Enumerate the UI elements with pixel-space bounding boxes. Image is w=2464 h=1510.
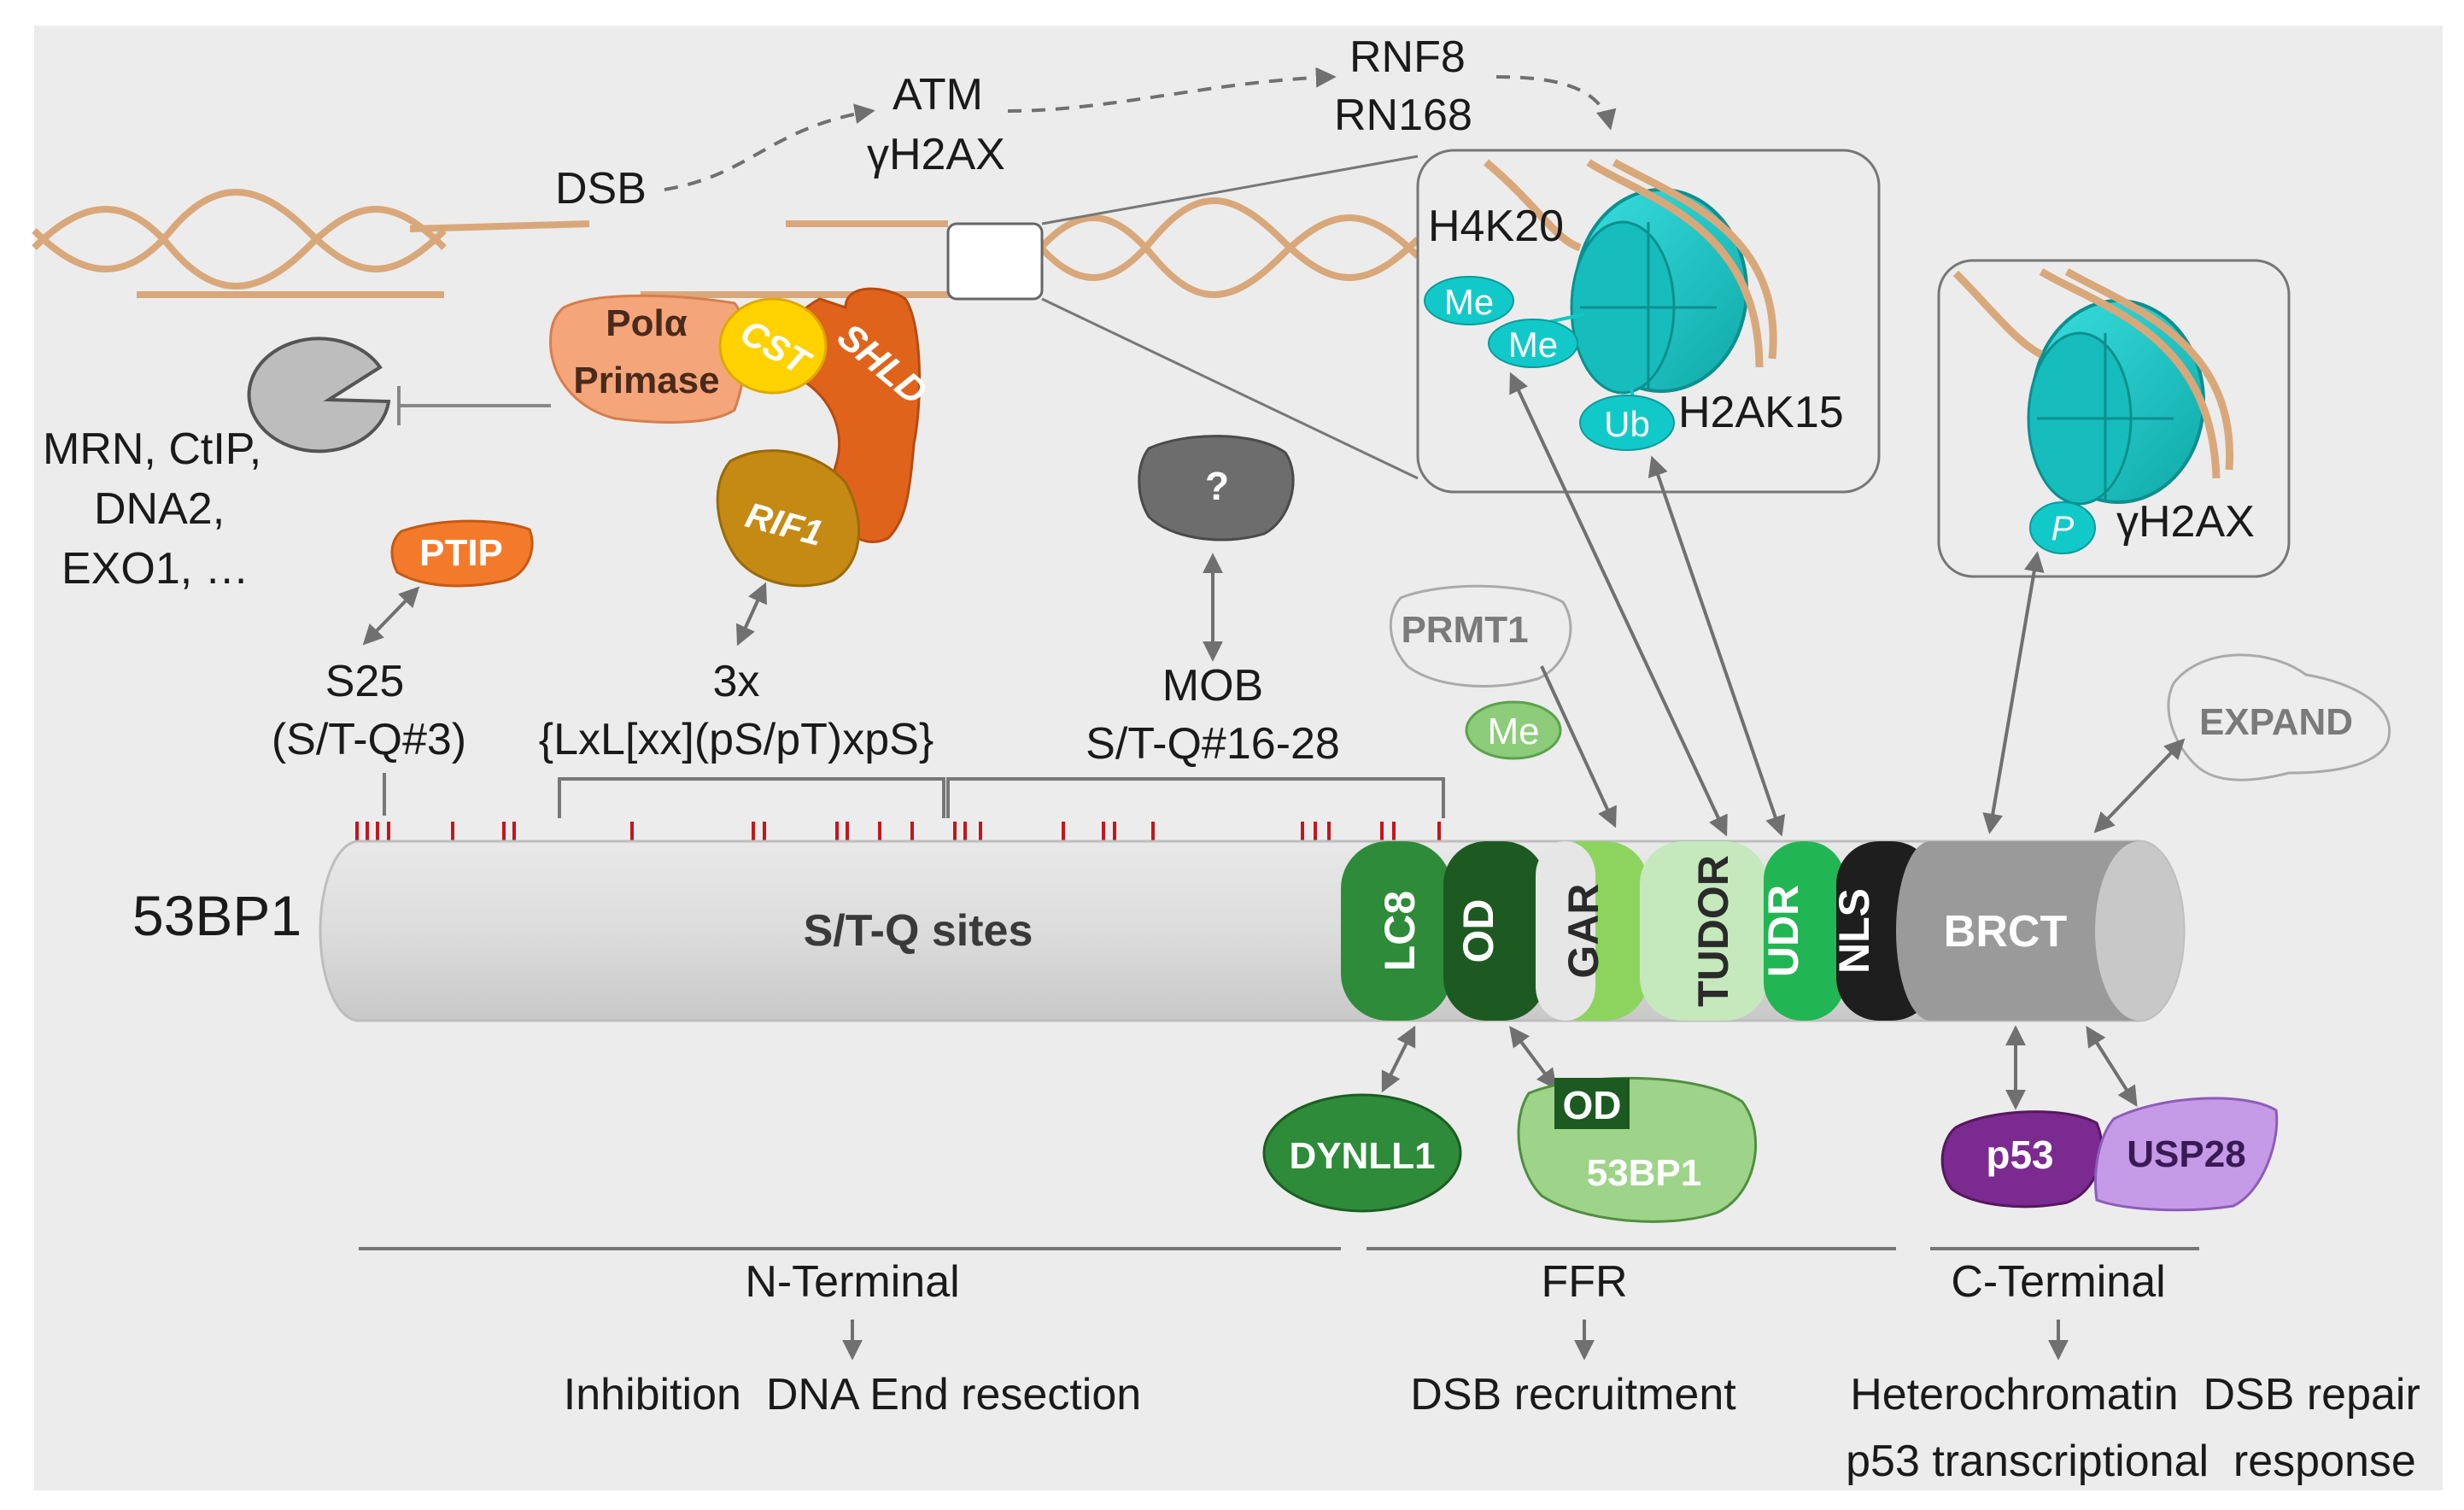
nls-label: NLS bbox=[1830, 888, 1878, 974]
rnf8-to-nucleosome-arrow bbox=[1495, 75, 1617, 131]
usp28-label: USP28 bbox=[2127, 1133, 2245, 1175]
rnf8-label: RNF8 bbox=[1349, 32, 1466, 82]
mrn-line1: MRN, CtIP, bbox=[43, 424, 261, 474]
stq16-label: S/T-Q#16-28 bbox=[1086, 719, 1340, 769]
inhibition-label: Inhibition DNA End resection bbox=[564, 1370, 1141, 1419]
usp28-blob bbox=[2094, 1097, 2279, 1212]
ptip-arrow bbox=[362, 586, 420, 646]
nucleosome-2 bbox=[1952, 268, 2234, 506]
gar-label: GAR bbox=[1560, 883, 1607, 978]
p53-response-label: p53 transcriptional response bbox=[1846, 1437, 2416, 1486]
unknown-partner-blob bbox=[1138, 435, 1295, 541]
brct-cap bbox=[2095, 841, 2184, 1021]
mob-bracket bbox=[946, 777, 1445, 818]
ptip-blob bbox=[390, 519, 534, 588]
domain-od bbox=[1443, 841, 1546, 1021]
me-label-2: Me bbox=[1508, 325, 1558, 365]
53bp1-partner-label: 53BP1 bbox=[1587, 1152, 1702, 1194]
domain-udr bbox=[1764, 841, 1845, 1021]
gamma-h2ax-brct-arrow bbox=[1982, 551, 2045, 834]
dynll1-blob bbox=[1262, 1093, 1462, 1213]
dna-left bbox=[32, 189, 590, 298]
tudor-label: TUDOR bbox=[1689, 855, 1737, 1007]
p53-blob bbox=[1940, 1110, 2104, 1209]
c-terminal-label: C-Terminal bbox=[1951, 1257, 2165, 1307]
h2ak15-udr-arrow bbox=[1648, 455, 1786, 837]
ffr-label: FFR bbox=[1541, 1257, 1627, 1307]
methyl-mark-1 bbox=[1424, 276, 1514, 325]
dsb-to-atm-arrow bbox=[664, 103, 875, 191]
n-terminal-label: N-Terminal bbox=[745, 1257, 959, 1307]
domain-lc8 bbox=[1341, 841, 1452, 1021]
domain-tudor bbox=[1640, 841, 1768, 1021]
brct-usp28-arrow bbox=[2086, 1025, 2138, 1108]
stq-site-ticks bbox=[355, 822, 1441, 841]
rn168-label: RN168 bbox=[1334, 91, 1472, 140]
mob-label: MOB bbox=[1162, 661, 1263, 711]
methyl-mark-2 bbox=[1488, 319, 1578, 368]
primase-label: Primase bbox=[573, 360, 719, 401]
protein-label: 53BP1 bbox=[132, 884, 301, 947]
shieldin-complex bbox=[549, 287, 922, 588]
mrn-line2: DNA2, bbox=[94, 484, 225, 534]
dsb-label: DSB bbox=[555, 164, 647, 214]
od-53bp1-arrow bbox=[1509, 1026, 1557, 1090]
motif-label: {LxL[xx](pS/pT)xpS} bbox=[539, 715, 934, 764]
question-label: ? bbox=[1205, 464, 1229, 508]
gamma-h2ax-top-label: γH2AX bbox=[867, 130, 1005, 179]
prmt1-label: PRMT1 bbox=[1401, 609, 1528, 651]
motif-bracket bbox=[558, 777, 945, 818]
h2ak15-label: H2AK15 bbox=[1678, 388, 1844, 437]
three-x-label: 3x bbox=[713, 657, 760, 706]
atm-to-rnf8-arrow bbox=[1007, 67, 1337, 113]
pol-alpha-label: Polα bbox=[606, 302, 688, 344]
rif1-arrow bbox=[736, 582, 767, 647]
nucleosome-1 bbox=[1484, 159, 1777, 395]
dsb-recruitment-label: DSB recruitment bbox=[1410, 1370, 1736, 1419]
gamma-h2ax-right-label: γH2AX bbox=[2116, 497, 2255, 547]
pacman-nuclease-icon bbox=[247, 337, 391, 454]
dna-zoom-box bbox=[946, 222, 1044, 301]
od-box bbox=[1554, 1078, 1630, 1129]
udr-label: UDR bbox=[1759, 885, 1807, 977]
brct-label: BRCT bbox=[1944, 907, 2068, 957]
stq3-label: (S/T-Q#3) bbox=[272, 715, 466, 764]
s25-label: S25 bbox=[325, 657, 405, 706]
lc8-label: LC8 bbox=[1376, 891, 1424, 971]
od-label: OD bbox=[1454, 899, 1502, 963]
phospho-mark bbox=[2029, 501, 2096, 554]
dynll1-label: DYNLL1 bbox=[1289, 1135, 1435, 1177]
53bp1-partner-blob bbox=[1517, 1076, 1758, 1223]
h4k20-label: H4K20 bbox=[1428, 202, 1564, 251]
me-label-1: Me bbox=[1444, 282, 1494, 322]
expand-blob bbox=[2167, 653, 2391, 781]
me-gar-label: Me bbox=[1487, 711, 1539, 752]
lc8-dynll1-arrow bbox=[1381, 1025, 1416, 1093]
stq-sites-label: S/T-Q sites bbox=[804, 906, 1033, 956]
heterochromatin-label: Heterochromatin DSB repair bbox=[1850, 1370, 2420, 1419]
expand-label: EXPAND bbox=[2199, 701, 2353, 743]
od-box-label: OD bbox=[1563, 1083, 1622, 1127]
p-label: P bbox=[2051, 510, 2075, 547]
dna-right bbox=[641, 197, 1420, 298]
mrn-line3: EXO1, … bbox=[61, 544, 249, 594]
expand-arrow bbox=[2093, 738, 2186, 834]
p53-label: p53 bbox=[1986, 1132, 2053, 1177]
ub-label: Ub bbox=[1604, 404, 1650, 444]
ptip-label: PTIP bbox=[419, 532, 503, 574]
atm-label: ATM bbox=[893, 70, 983, 120]
